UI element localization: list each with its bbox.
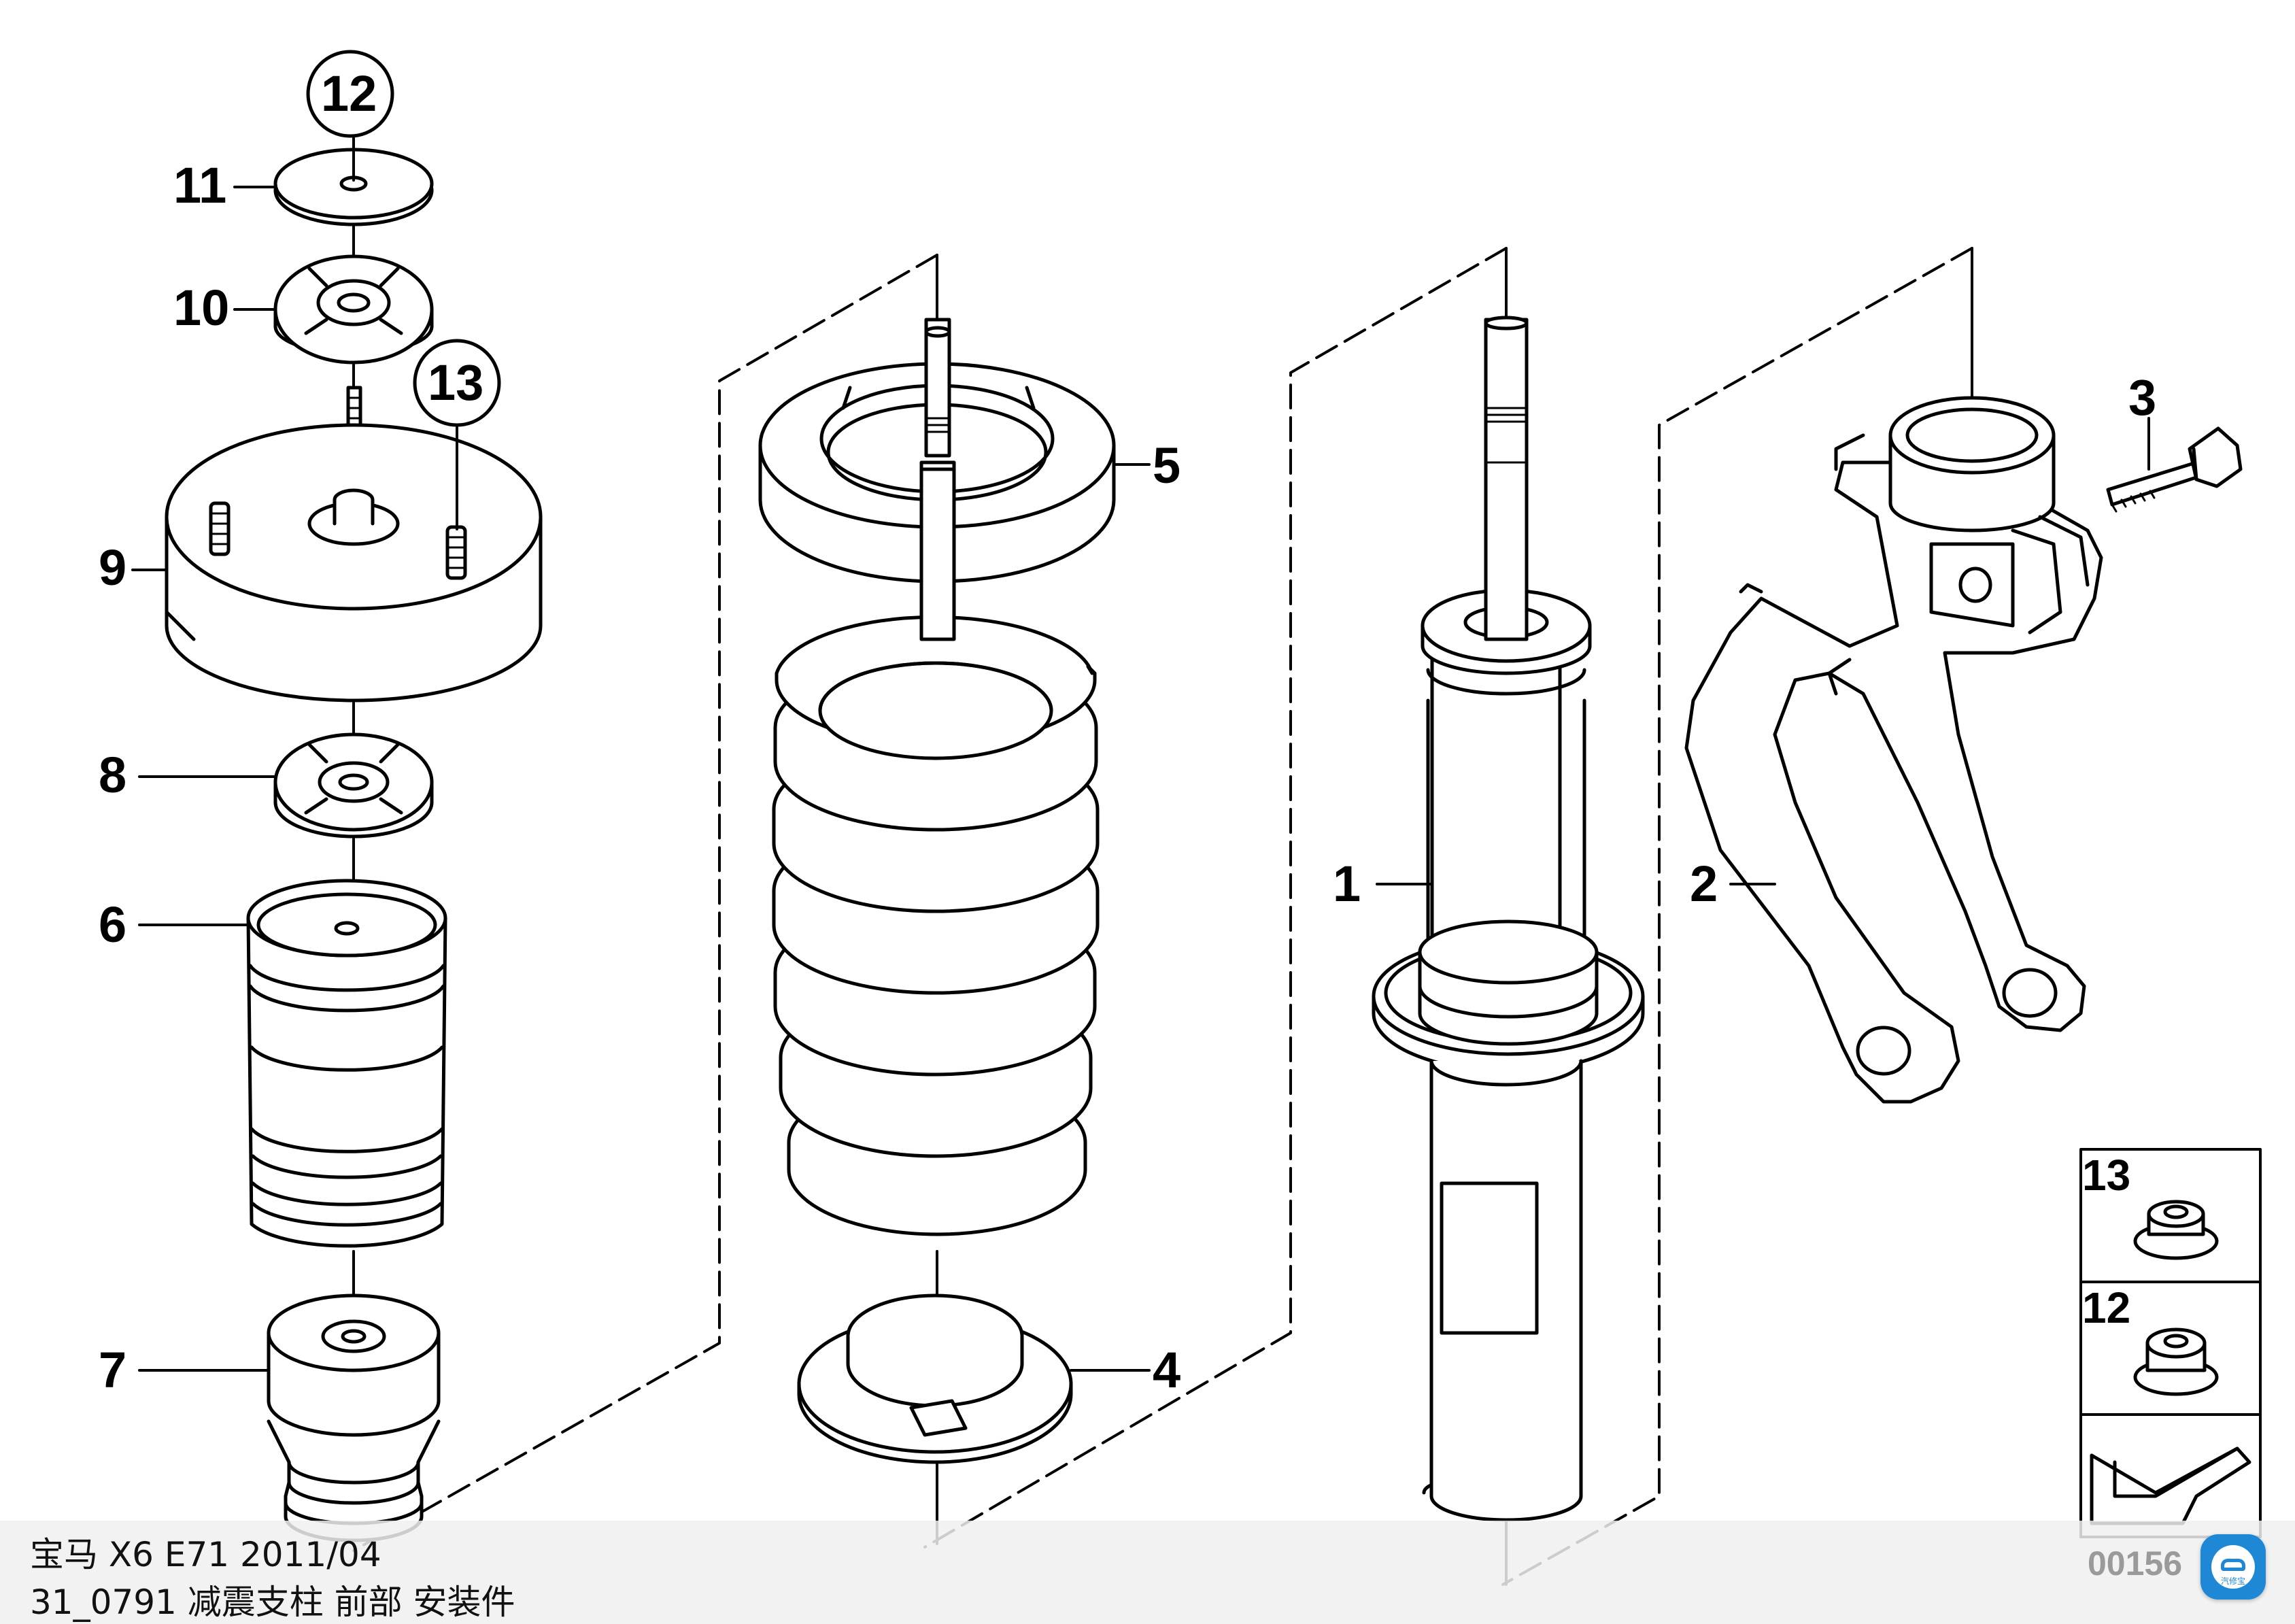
callout-6: 6 [99, 896, 126, 953]
caption-part-group: 31_0791 减震支柱 前部 安装件 [30, 1583, 515, 1622]
knuckle-part-2 [1684, 396, 2103, 1104]
callout-12: 12 [321, 65, 377, 122]
callout-2: 2 [1690, 856, 1718, 912]
callout-4: 4 [1153, 1342, 1180, 1398]
legend-label-12: 12 [2082, 1283, 2130, 1332]
callout-3: 3 [2128, 369, 2156, 426]
dust-boot-part-6 [246, 879, 447, 1248]
shock-absorber-part-1 [919, 316, 1645, 1522]
bump-stop-part-7 [267, 1293, 441, 1542]
car-icon [2221, 1559, 2245, 1571]
bearing-part-8 [273, 732, 434, 839]
app-badge-button[interactable]: 汽修宝 [2200, 1534, 2266, 1600]
callout-13: 13 [428, 354, 483, 411]
caption-model: 宝马 X6 E71 2011/04 [30, 1535, 381, 1574]
nut-icon-13 [2133, 1200, 2219, 1260]
catalog-number: 00156 [2088, 1544, 2183, 1583]
caption-bar [0, 1521, 2295, 1624]
app-badge-label: 汽修宝 [2220, 1576, 2245, 1586]
leader-lines [131, 121, 2150, 1372]
callout-9: 9 [99, 539, 126, 596]
callout-11: 11 [173, 157, 226, 214]
bearing-part-10 [273, 254, 434, 365]
badge-ring [2211, 1545, 2255, 1589]
bolt-part-3 [2106, 426, 2243, 513]
callout-1: 1 [1333, 856, 1361, 912]
callout-10: 10 [173, 280, 229, 336]
coil-spring [772, 615, 1100, 1236]
callout-8: 8 [99, 747, 126, 803]
callout-5: 5 [1153, 437, 1180, 494]
lower-spring-seat-part-4 [797, 1293, 1073, 1464]
callout-7: 7 [99, 1342, 126, 1398]
callout-circle-12 [306, 50, 394, 138]
nut-icon-12 [2133, 1327, 2219, 1396]
legend-label-13: 13 [2082, 1151, 2130, 1200]
strut-mount-part-9 [165, 423, 543, 703]
callout-circle-13 [413, 339, 501, 427]
